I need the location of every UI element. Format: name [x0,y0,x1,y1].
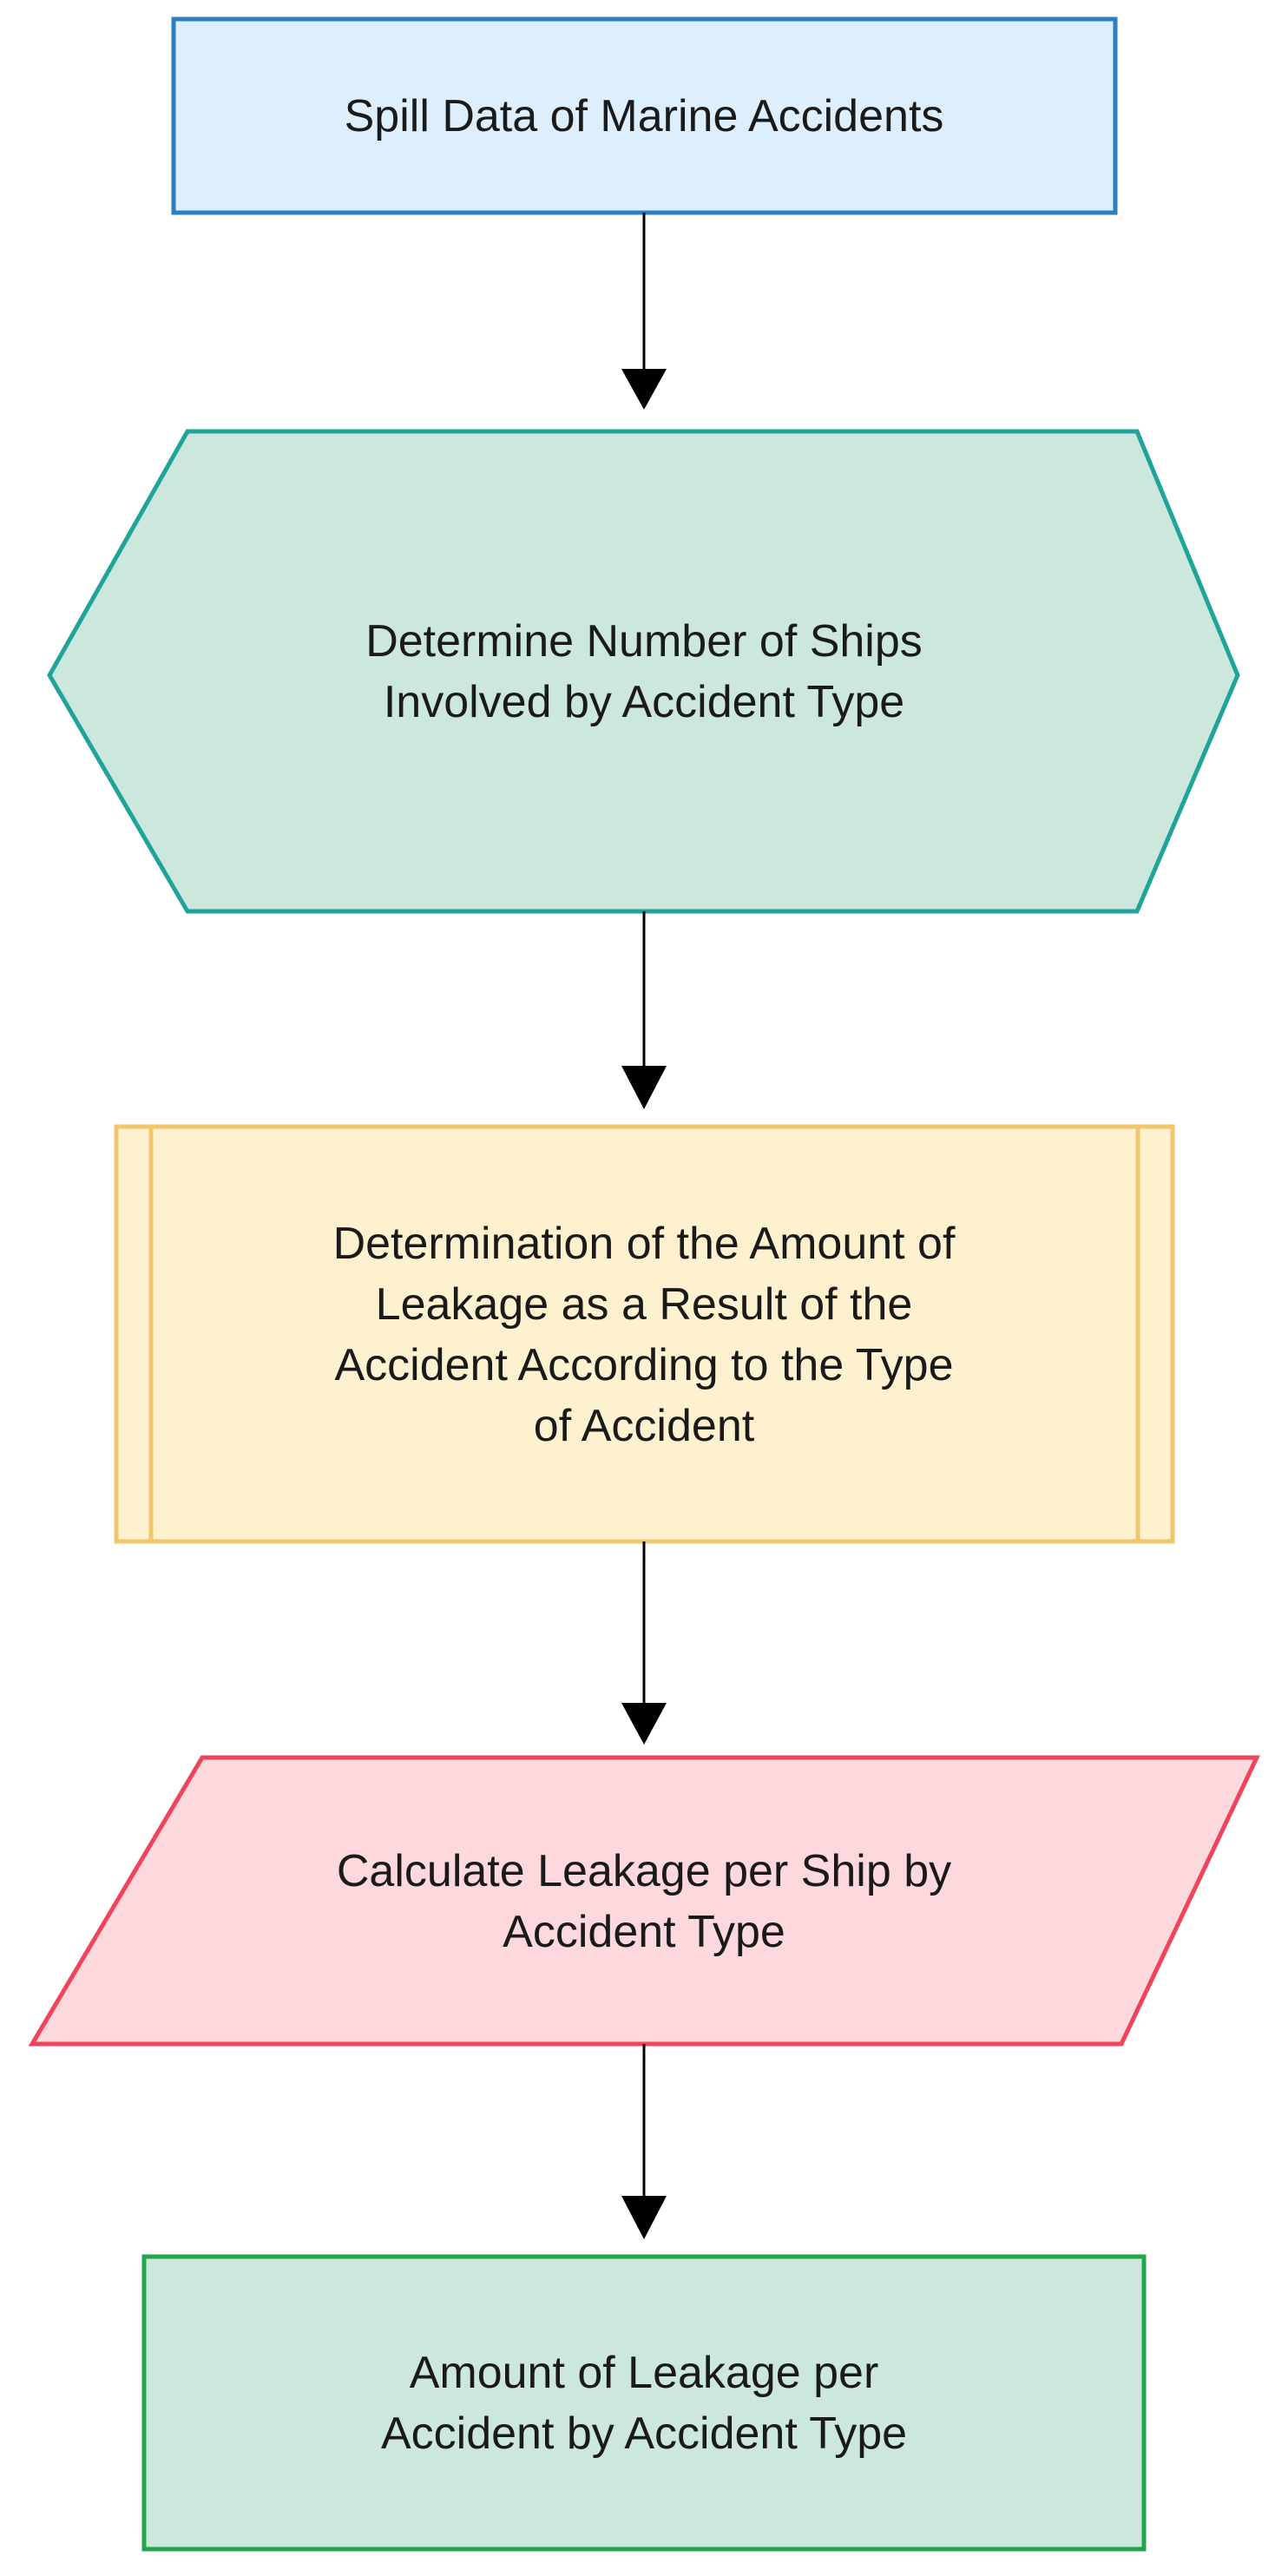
node-label-line: Spill Data of Marine Accidents [345,91,944,141]
node-determination-amount: Determination of the Amount of Leakage as… [114,1124,1175,1544]
edge-amount-to-calculate [621,1541,667,1745]
arrowhead-icon [621,1703,667,1745]
node-determine-ships-shape [47,429,1240,914]
edge-determine-to-amount [621,911,667,1109]
node-label-line: Accident According to the Type [334,1340,953,1390]
node-amount-per-accident-shape [141,2254,1147,2552]
arrowhead-icon [621,2196,667,2239]
edge-spill-to-determine [621,213,667,410]
node-label-line: Accident Type [503,1907,785,1957]
node-label-line: Involved by Accident Type [384,677,904,727]
node-label-line: Accident by Accident Type [381,2408,907,2459]
node-spill-data-label: Spill Data of Marine Accidents [345,91,944,141]
node-label-line: Calculate Leakage per Ship by [337,1846,951,1896]
node-label-line: Leakage as a Result of the [376,1279,913,1330]
node-label-line: Determine Number of Ships [365,616,923,667]
node-label-line: Amount of Leakage per [410,2348,879,2398]
node-label-line: Determination of the Amount of [333,1219,956,1269]
arrowhead-icon [621,369,667,410]
node-calculate-leakage-label: Calculate Leakage per Ship by Accident Ty… [337,1846,951,1957]
node-calculate-leakage-shape [28,1755,1260,2047]
node-calculate-leakage: Calculate Leakage per Ship by Accident Ty… [28,1755,1260,2047]
node-spill-data: Spill Data of Marine Accidents [171,16,1118,215]
node-determination-amount-shape [114,1124,1175,1544]
node-determination-amount-label: Determination of the Amount of Leakage as… [333,1219,956,1451]
node-label-line: of Accident [534,1401,755,1451]
node-spill-data-shape [171,16,1118,215]
arrowhead-icon [621,1066,667,1109]
edge-calculate-to-result [621,2044,667,2239]
